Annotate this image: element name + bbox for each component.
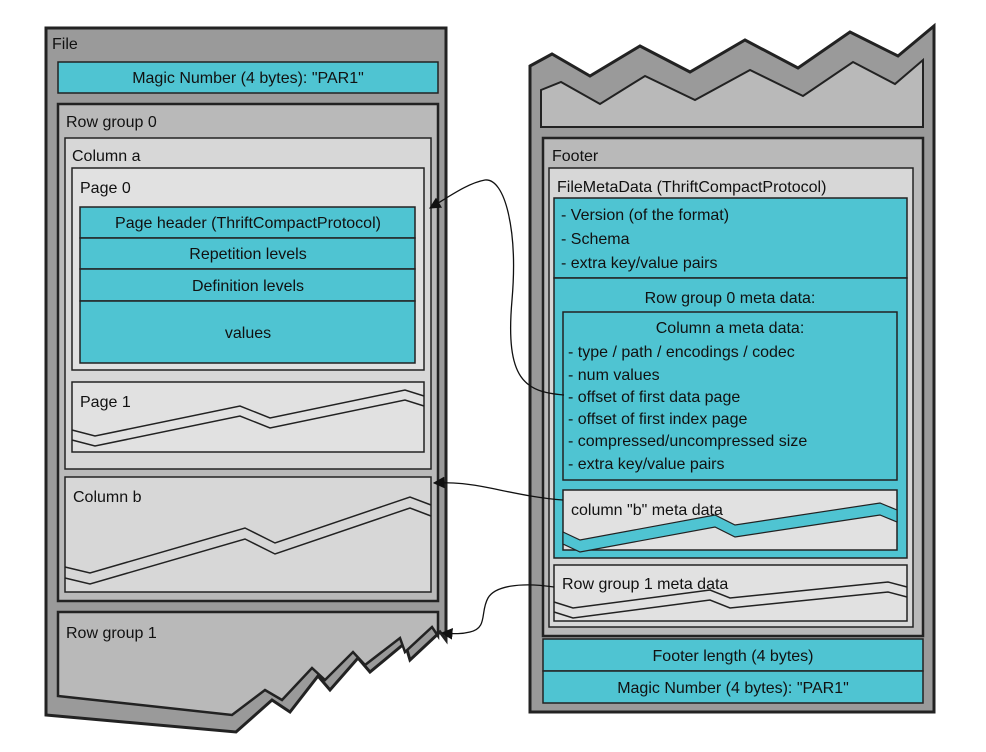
- arrow-row-group-1-meta-to-row-group-1: [440, 584, 555, 640]
- page-0: Page 0 Page header (ThriftCompactProtoco…: [71, 167, 425, 371]
- column-b-meta: column "b" meta data: [562, 489, 898, 553]
- file-meta-data: FileMetaData (ThriftCompactProtocol) - V…: [548, 167, 914, 628]
- footer-length-label: Footer length (4 bytes): [653, 648, 814, 665]
- column-a-label: Column a: [72, 148, 141, 165]
- column-a-meta-item-size: - compressed/uncompressed size: [568, 433, 807, 450]
- column-b-label: Column b: [73, 489, 142, 506]
- arrow-data-page-to-page-0: [428, 179, 565, 396]
- column-a-meta-item-type: - type / path / encodings / codec: [568, 344, 795, 361]
- definition-levels-row: Definition levels: [79, 268, 416, 302]
- column-a-meta-item-index-page: - offset of first index page: [568, 411, 747, 428]
- column-b: Column b: [64, 476, 432, 593]
- column-a-meta-item-data-page: - offset of first data page: [568, 389, 740, 406]
- row-group-0-meta: Row group 0 meta data: Column a meta dat…: [553, 277, 908, 559]
- row-group-1-meta-label: Row group 1 meta data: [562, 576, 728, 593]
- values-row: values: [79, 300, 416, 364]
- footer: Footer FileMetaData (ThriftCompactProtoc…: [541, 136, 925, 638]
- file-label: File: [52, 36, 78, 53]
- row-group-1-label: Row group 1: [66, 625, 157, 642]
- file-meta-data-label: FileMetaData (ThriftCompactProtocol): [557, 179, 826, 196]
- values-label: values: [225, 325, 271, 342]
- page-1: Page 1: [71, 381, 425, 453]
- column-a-meta-label: Column a meta data:: [656, 320, 805, 337]
- row-group-1-meta: Row group 1 meta data: [553, 564, 908, 622]
- page-header-label: Page header (ThriftCompactProtocol): [115, 215, 381, 232]
- repetition-levels-label: Repetition levels: [189, 246, 306, 263]
- footer-length: Footer length (4 bytes): [542, 638, 924, 672]
- footer-label: Footer: [552, 148, 599, 165]
- column-a: Column a Page 0 Page header (ThriftCompa…: [64, 137, 432, 470]
- arrow-column-b-meta-to-column-b: [432, 476, 564, 501]
- row-group-0-meta-label: Row group 0 meta data:: [645, 290, 816, 307]
- magic-number-bottom: Magic Number (4 bytes): "PAR1": [542, 670, 924, 704]
- page-1-label: Page 1: [80, 394, 131, 411]
- row-group-0: Row group 0 Column a Page 0 Page header …: [56, 102, 440, 603]
- column-a-meta: Column a meta data: - type / path / enco…: [562, 311, 898, 481]
- column-b-meta-label: column "b" meta data: [571, 502, 723, 519]
- repetition-levels-row: Repetition levels: [79, 237, 416, 270]
- column-a-meta-item-extra-kv: - extra key/value pairs: [568, 456, 725, 473]
- file-tail-container: Footer FileMetaData (ThriftCompactProtoc…: [528, 22, 936, 714]
- file-meta-data-items: - Version (of the format) - Schema - ext…: [553, 197, 908, 279]
- meta-item-schema: - Schema: [561, 231, 630, 248]
- magic-number-top-label: Magic Number (4 bytes): "PAR1": [132, 70, 364, 87]
- file-container: File Magic Number (4 bytes): "PAR1" Row …: [44, 26, 448, 734]
- row-group-0-label: Row group 0: [66, 114, 157, 131]
- column-a-meta-item-num-values: - num values: [568, 367, 660, 384]
- meta-item-extra-kv: - extra key/value pairs: [561, 255, 718, 272]
- page-header-row: Page header (ThriftCompactProtocol): [79, 206, 416, 239]
- magic-number-top: Magic Number (4 bytes): "PAR1": [57, 61, 439, 94]
- torn-page-band: [540, 57, 924, 128]
- meta-item-version: - Version (of the format): [561, 207, 729, 224]
- magic-number-bottom-label: Magic Number (4 bytes): "PAR1": [617, 680, 849, 697]
- row-group-1: Row group 1: [56, 610, 440, 717]
- page-0-label: Page 0: [80, 180, 131, 197]
- definition-levels-label: Definition levels: [192, 278, 304, 295]
